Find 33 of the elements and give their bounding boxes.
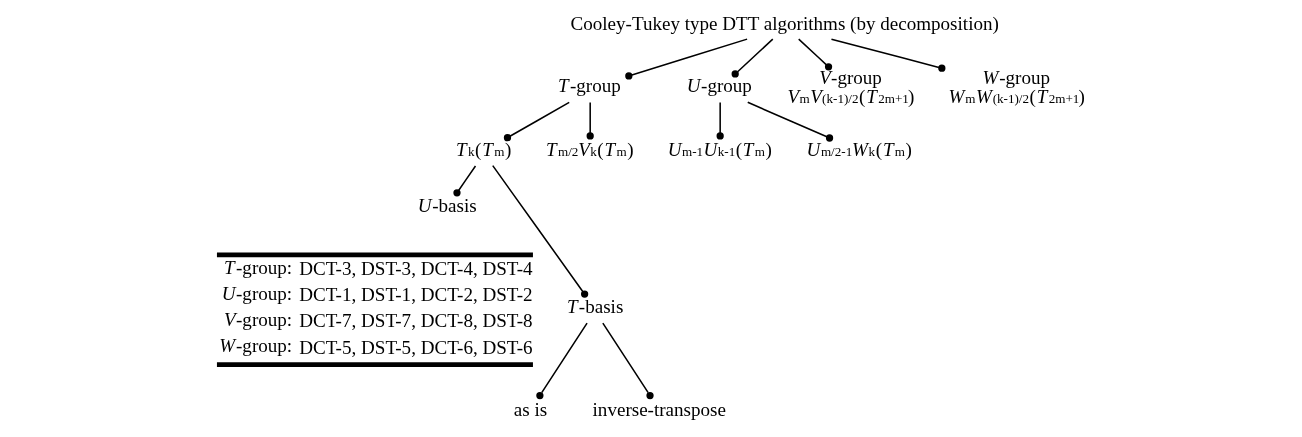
connector xyxy=(797,38,833,71)
connector xyxy=(602,322,654,400)
connector xyxy=(625,38,748,80)
node-text: T-group xyxy=(557,75,621,97)
label: DCT-5, DST-5, DCT-6, DST-6 xyxy=(299,336,533,358)
node-text: T-basis xyxy=(566,296,624,318)
node-text: Um-1Uk-1(Tm) xyxy=(667,138,772,160)
label: W-group: xyxy=(219,335,293,357)
connector xyxy=(746,101,834,142)
node-text: as is xyxy=(513,398,548,420)
label: V-group: xyxy=(224,309,293,331)
node-text: W-group WmW(k-1)/2(T2m+1) xyxy=(948,67,1085,108)
label: T-group: xyxy=(224,256,293,278)
node-text: Um/2-1Wk(Tm) xyxy=(806,138,912,160)
connector xyxy=(830,38,946,72)
connector xyxy=(453,165,477,197)
node-text: V-group VmV(k-1)/2(T2m+1) xyxy=(787,67,915,108)
node-text: Cooley-Tukey type DTT algorithms (by decomposition) xyxy=(570,13,999,35)
connector xyxy=(716,101,724,140)
connector xyxy=(503,101,570,142)
node-text: U-group xyxy=(686,75,752,97)
connector xyxy=(536,322,588,400)
connector xyxy=(731,38,774,78)
connector xyxy=(492,164,589,298)
node-text: Tk(Tm) xyxy=(456,138,512,160)
label: DCT-1, DST-1, DCT-2, DST-2 xyxy=(299,284,533,306)
label: DCT-7, DST-7, DCT-8, DST-8 xyxy=(299,310,533,332)
connector xyxy=(586,101,594,140)
label: U-group: xyxy=(221,282,293,304)
node-text: inverse-transpose xyxy=(592,398,726,420)
node-text: U-basis xyxy=(417,194,477,216)
node-text: Tm/2Vk(Tm) xyxy=(546,138,634,160)
label: DCT-3, DST-3, DCT-4, DST-4 xyxy=(299,257,533,279)
